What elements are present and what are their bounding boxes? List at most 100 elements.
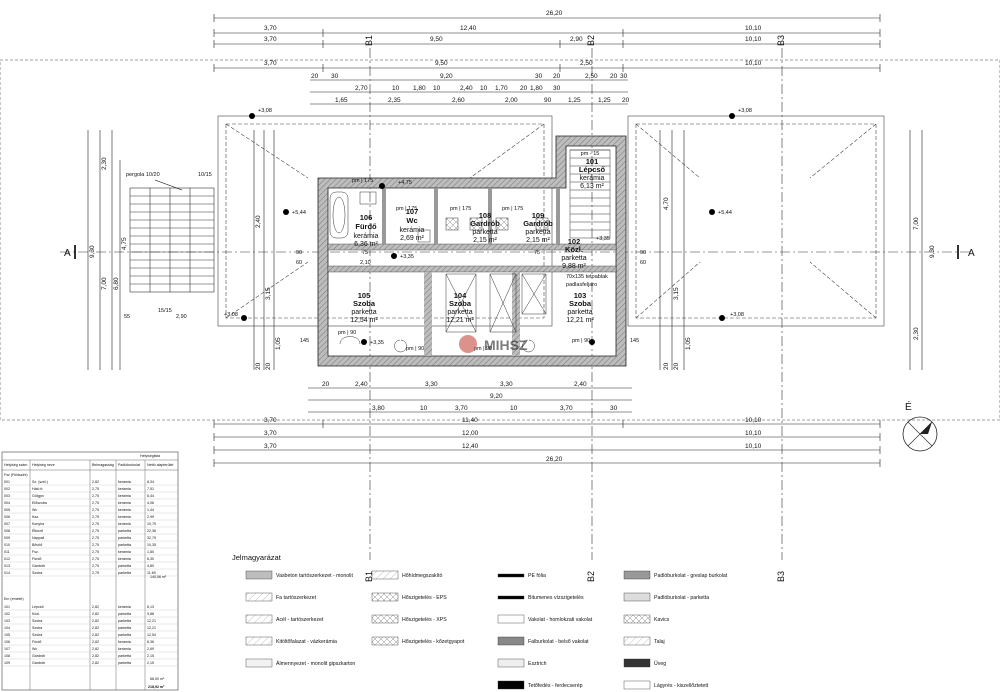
room-108: 108 Gardrób parketta 2,15 m² (470, 211, 500, 244)
door-height: pm | 175 (396, 206, 417, 212)
door-height: pm | 90 (474, 346, 492, 352)
dim-total-top: 26,20 (546, 10, 563, 17)
table-cell: Szoba (32, 619, 42, 623)
table-subtotal: 140,56 m² (150, 575, 167, 579)
table-cell: 2,75 (92, 522, 99, 526)
table-cell: 7,51 (147, 487, 154, 491)
legend-swatch (245, 636, 273, 646)
room-106: 106 Fürdő kerámia 6,36 m² (354, 213, 379, 248)
table-cell: Gardrób (32, 654, 45, 658)
dim-bottom: 3,30 (425, 381, 438, 388)
dim-top: 2,90 (570, 36, 583, 43)
table-cell: kerámia (118, 647, 131, 651)
dim-bottom: 10,10 (745, 443, 762, 450)
dim-left: 20 (255, 362, 262, 370)
table-cell: 2,75 (92, 501, 99, 505)
dim-left: 2,30 (101, 157, 108, 170)
room-floor: kerámia (580, 175, 605, 182)
pergola-size: 15/15 (158, 308, 172, 314)
dim-top: 9,20 (440, 73, 453, 80)
table-cell: 008 (4, 529, 10, 533)
table-cell: 1,44 (147, 508, 154, 512)
table-cell: 6,44 (147, 494, 154, 498)
dim-bottom: 9,20 (490, 393, 503, 400)
table-header: Helyiség szám (4, 463, 27, 467)
bottom-dimension-texts: 20 2,40 3,30 3,30 2,40 9,20 3,80 10 3,70… (264, 381, 762, 463)
level-label: +3,35 (370, 340, 384, 346)
table-cell: 10,79 (147, 522, 156, 526)
table-cell: parketta (118, 661, 131, 665)
dim-top: 1,80 (413, 85, 426, 92)
legend-swatch (245, 570, 273, 580)
legend-swatch (497, 680, 525, 690)
room-number: 101 (586, 157, 599, 166)
legend-swatch (497, 614, 525, 624)
axis-label-b2: B2 (586, 35, 596, 46)
vertical-dimension-lines (87, 130, 923, 370)
door-height: pm | 175 (450, 206, 471, 212)
table-cell: 009 (4, 536, 10, 540)
dim: 145 (300, 338, 309, 344)
room-107: 107 Wc kerámia 2,69 m² (400, 207, 425, 242)
table-cell: 1,80 (147, 550, 154, 554)
dim-bottom: 10,10 (745, 430, 762, 437)
table-cell: Wc (32, 647, 37, 651)
dim-top: 20 (311, 73, 319, 80)
table-cell: Sz. (szél.) (32, 480, 48, 484)
dim-right: 1,05 (685, 337, 692, 350)
table-cell: 2,75 (92, 529, 99, 533)
legend-swatch (623, 636, 651, 646)
table-cell: 004 (4, 501, 10, 505)
door-annotations: pm | 175 pm | 175 pm | 175 pm | 175 pm |… (124, 178, 646, 352)
dim-right: 2,30 (913, 327, 920, 340)
table-cell: 011 (4, 550, 10, 554)
legend-label: Hőszigetelés - kőzetgyapot (402, 639, 465, 645)
dim-top: 1,70 (495, 85, 508, 92)
table-cell: Konyha (32, 522, 44, 526)
table-cell: 2,75 (92, 487, 99, 491)
room-102: 102 Közl. parketta 9,88 m² (561, 237, 586, 270)
dim-bottom: 3,70 (560, 405, 573, 412)
legend-label: Vakolat - homlokzati vakolat (528, 617, 593, 623)
table-cell: 2,99 (147, 515, 154, 519)
door-height: pm | 90 (406, 346, 424, 352)
table-cell: kerámia (118, 494, 131, 498)
legend-label: Bitumenes vízszigetelés (528, 595, 584, 601)
table-cell: 11,69 (147, 571, 156, 575)
dim-top: 20 (610, 73, 618, 80)
room-floor: parketta (472, 229, 497, 236)
room-number: 105 (358, 291, 371, 300)
pergola (129, 179, 215, 293)
table-cell: parketta (118, 536, 131, 540)
table-cell: 4,80 (147, 564, 154, 568)
table-cell: parketta (118, 654, 131, 658)
room-number: 108 (479, 211, 492, 220)
table-cell: 12,21 (147, 626, 156, 630)
dim-top: 2,40 (460, 85, 473, 92)
vertical-dimension-texts: 9,30 7,00 6,80 4,75 2,30 2,40 3,15 1,05 … (89, 157, 936, 370)
legend-swatch (371, 570, 399, 580)
dim-top: 12,40 (460, 25, 477, 32)
table-header: Belmagasság (92, 463, 114, 467)
dim-bottom: 3,70 (264, 443, 277, 450)
room-area: 2,15 m² (526, 237, 550, 244)
table-cell: 2,75 (92, 571, 99, 575)
table-cell: Gölgpn (32, 494, 44, 498)
dim-top: 30 (553, 85, 561, 92)
dim-right: 7,00 (913, 217, 920, 230)
table-cell: 014 (4, 571, 10, 575)
legend-swatch (497, 595, 525, 600)
table-cell: 2,69 (147, 647, 154, 651)
dim: 55 (124, 314, 130, 320)
legend-label: Acél - tartószerkezet (276, 617, 324, 623)
legend-label: Fa tartószerkezet (276, 595, 317, 601)
table-cell: 2,82 (92, 654, 99, 658)
dim: 2,10 (360, 260, 371, 266)
roof-window-note: padlasfeljaro (566, 282, 597, 288)
dim-left: 6,80 (113, 277, 120, 290)
table-cell: kerámia (118, 522, 131, 526)
dim-top: 30 (535, 73, 543, 80)
legend-label: Kitöltőfalazat - vázkerámia (276, 639, 337, 645)
room-name: Wc (406, 216, 417, 225)
